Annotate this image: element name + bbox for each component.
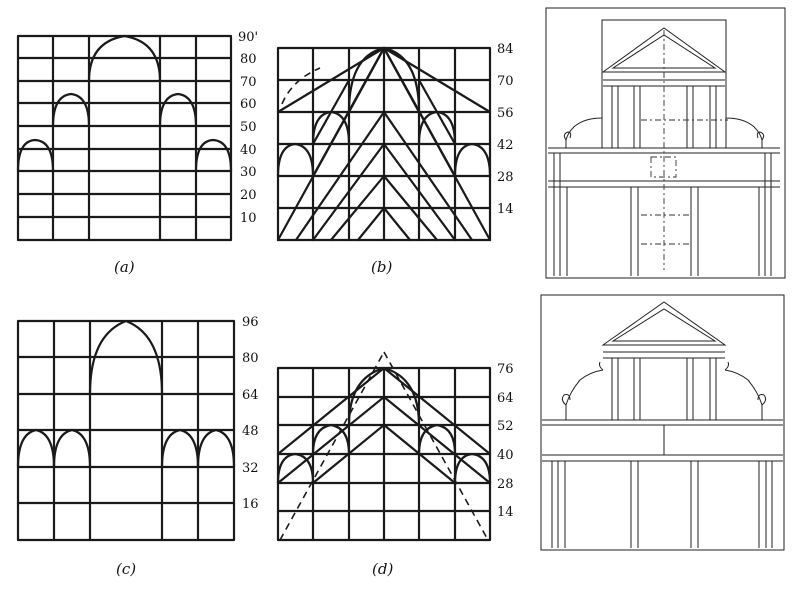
scale-label: 80 <box>240 52 257 67</box>
diagram-b-scale: 84 70 56 42 28 14 <box>497 42 514 217</box>
scale-label: 90' <box>238 30 258 45</box>
scale-label: 28 <box>497 170 514 185</box>
scale-label: 20 <box>240 188 257 203</box>
scale-label: 70 <box>497 74 514 89</box>
scale-label: 50 <box>240 120 257 135</box>
scale-label: 10 <box>240 211 257 226</box>
scale-label: 84 <box>497 42 514 57</box>
scale-label: 30 <box>240 165 257 180</box>
caption-d: (d) <box>372 560 393 578</box>
scale-label: 28 <box>497 477 514 492</box>
diagram-a: 90' 80 70 60 50 40 30 20 10 (a) <box>16 30 258 276</box>
scale-label: 40 <box>240 143 257 158</box>
diagram-a-arches <box>16 34 233 173</box>
caption-b: (b) <box>371 258 392 276</box>
scale-label: 40 <box>497 448 514 463</box>
caption-a: (a) <box>114 258 135 276</box>
diagram-c-arches <box>16 319 236 469</box>
scale-label: 52 <box>497 419 514 434</box>
scale-label: 42 <box>497 138 514 153</box>
caption-c: (c) <box>116 560 136 578</box>
diagram-c: 96 80 64 48 32 16 (c) <box>16 315 259 578</box>
diagram-b-arches <box>276 46 492 178</box>
scale-label: 96 <box>242 315 259 330</box>
scale-label: 14 <box>497 505 514 520</box>
scale-label: 56 <box>497 106 514 121</box>
scale-label: 14 <box>497 202 514 217</box>
diagram-d-arches <box>276 366 492 485</box>
diagram-a-grid <box>16 34 233 242</box>
scale-label: 70 <box>240 75 257 90</box>
diagram-c-grid <box>16 319 236 542</box>
scale-label: 48 <box>242 424 259 439</box>
facade-elevation-top <box>545 7 786 279</box>
scale-label: 32 <box>242 461 259 476</box>
diagram-d: 76 64 52 40 28 14 (d) <box>276 351 514 578</box>
facade-elevation-bottom <box>540 294 785 551</box>
scale-label: 80 <box>242 351 259 366</box>
scale-label: 64 <box>242 388 259 403</box>
diagram-c-scale: 96 80 64 48 32 16 <box>242 315 259 512</box>
scale-label: 64 <box>497 391 514 406</box>
diagram-d-grid <box>276 366 492 542</box>
diagram-a-scale: 90' 80 70 60 50 40 30 20 10 <box>238 30 258 226</box>
diagram-b: 84 70 56 42 28 14 (b) <box>276 42 514 276</box>
scale-label: 76 <box>497 362 514 377</box>
scale-label: 60 <box>240 97 257 112</box>
diagram-d-scale: 76 64 52 40 28 14 <box>497 362 514 520</box>
scale-label: 16 <box>242 497 259 512</box>
